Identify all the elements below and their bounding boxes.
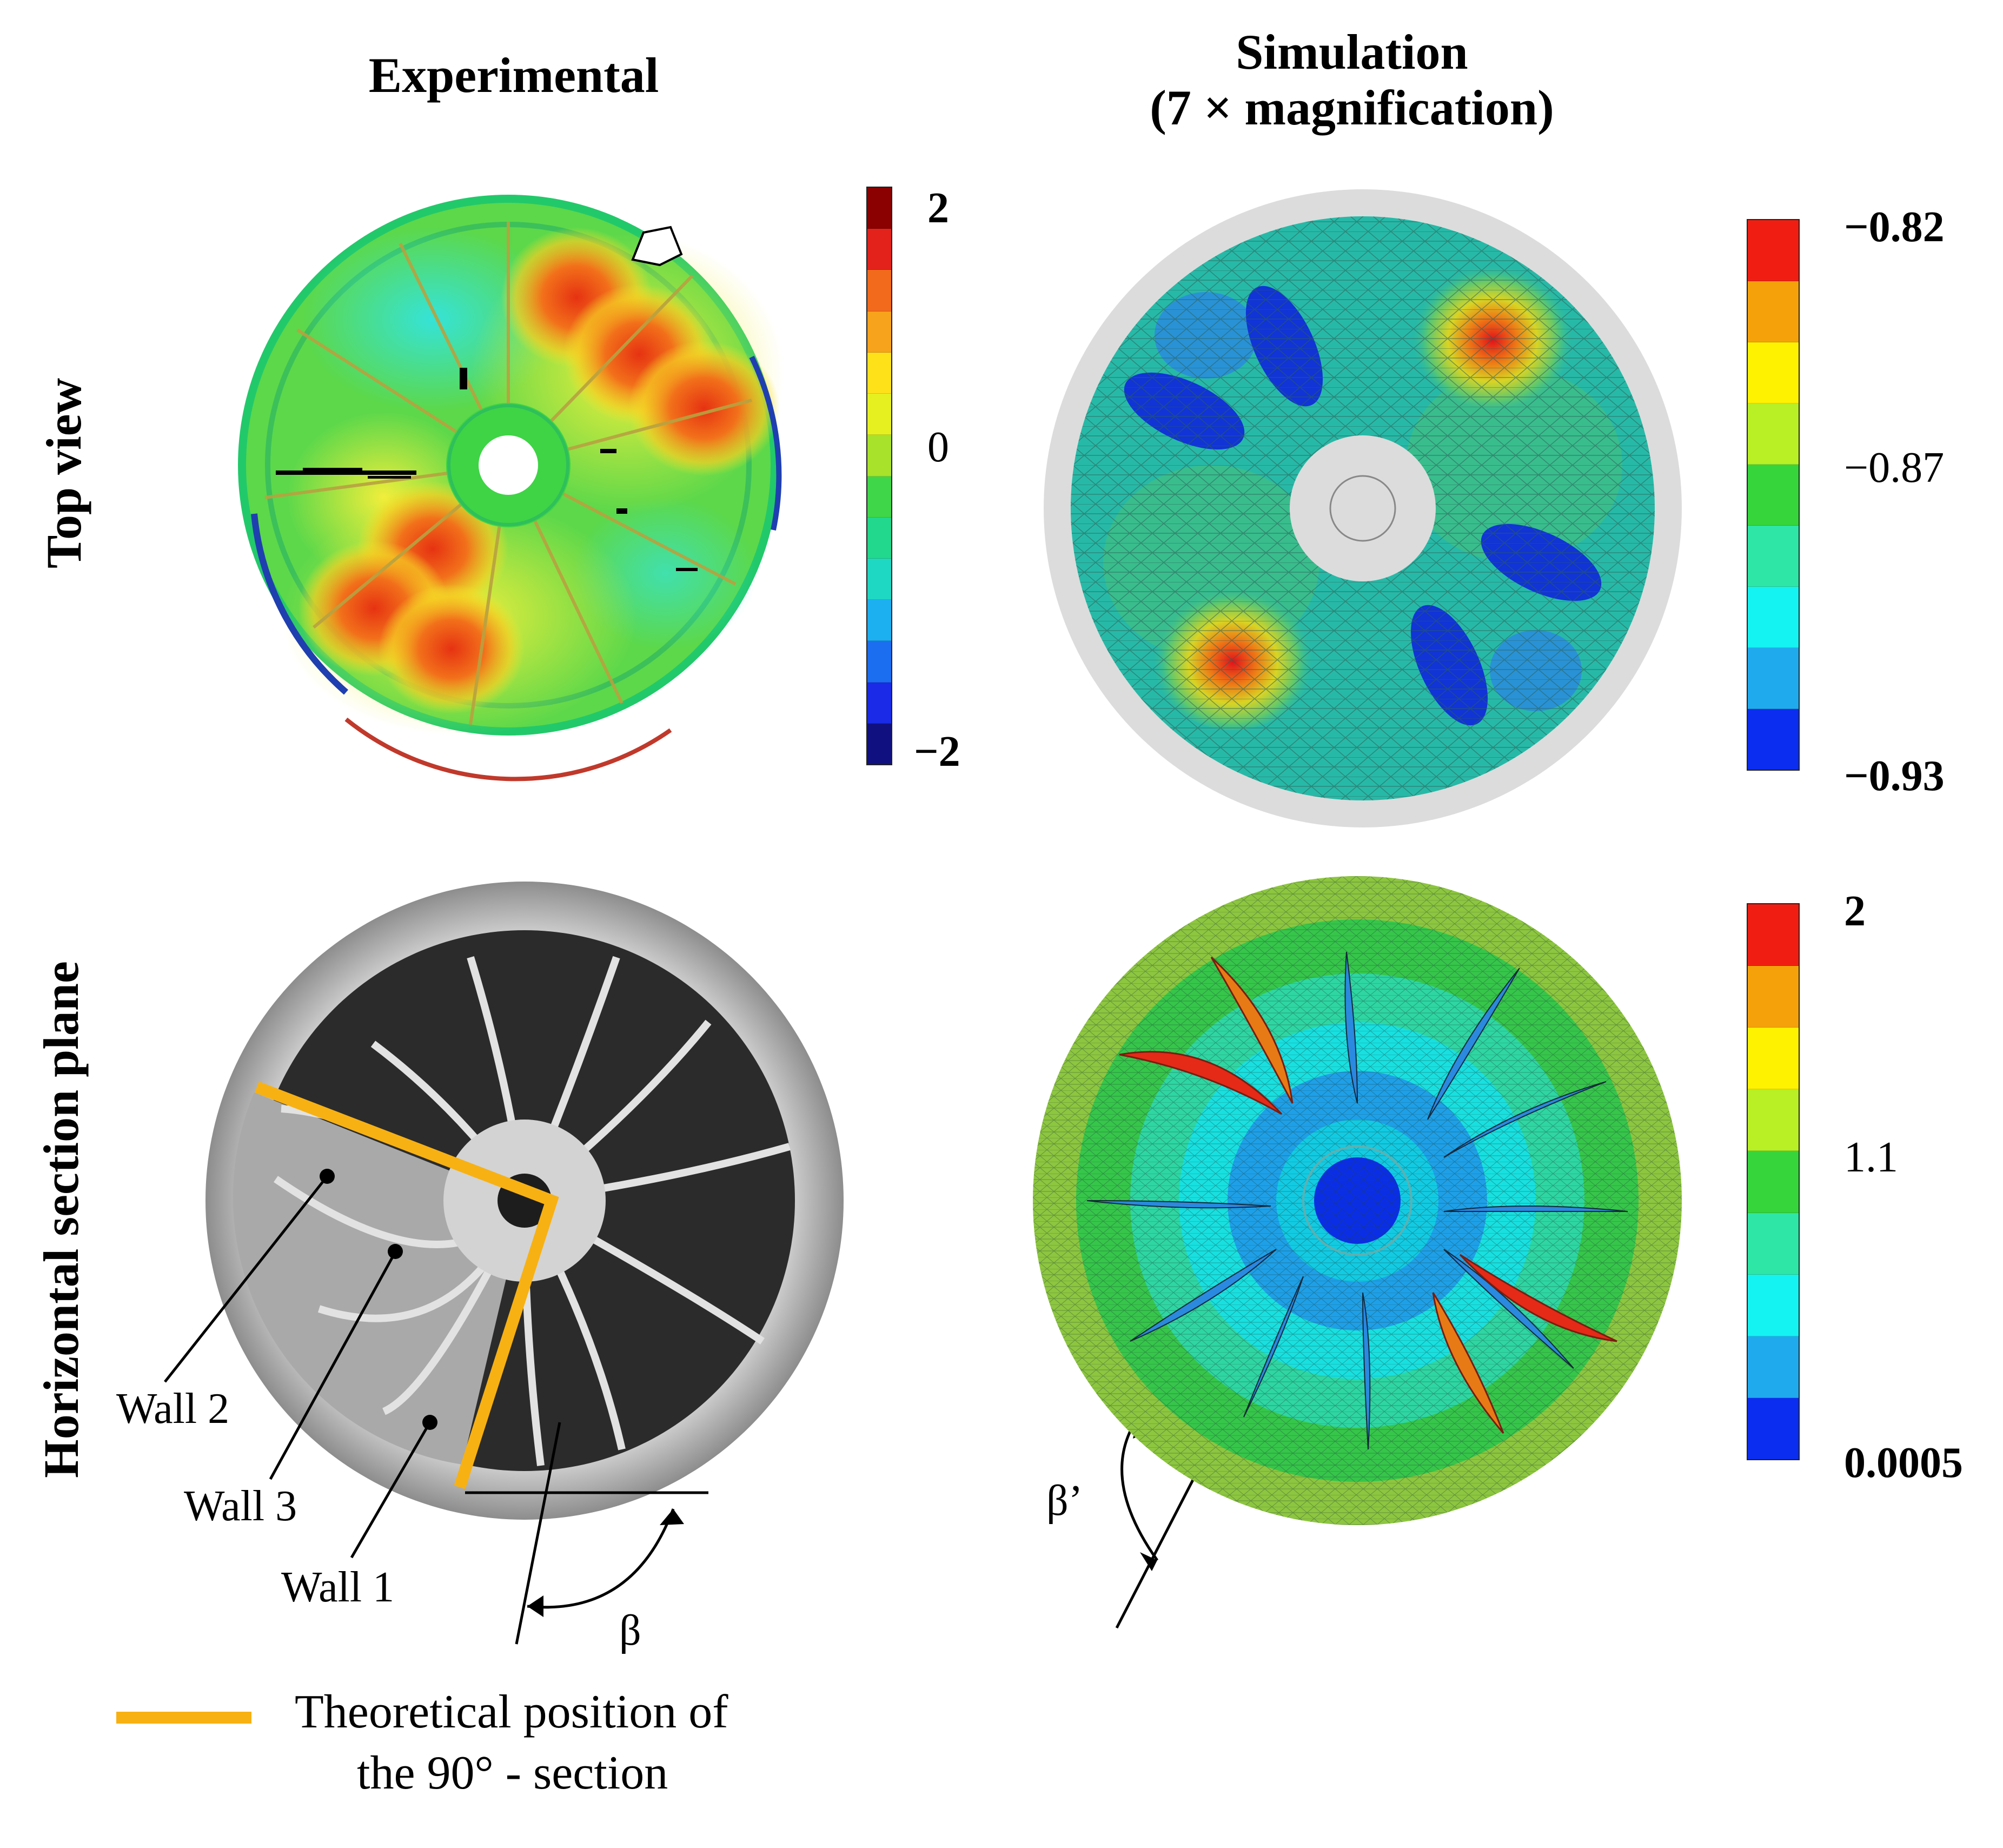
simulation-top-colorbar-segment	[1748, 587, 1799, 648]
experimental-colorbar-segment	[867, 723, 891, 765]
legend-swatch	[116, 1712, 251, 1724]
simulation-top-colorbar-max: −0.82	[1844, 203, 1945, 251]
simulation-section-colorbar-max: 2	[1844, 887, 1866, 935]
simulation-header-line1: Simulation	[1236, 24, 1468, 80]
experimental-colorbar-segment	[867, 682, 891, 724]
wall-2-label: Wall 2	[116, 1385, 230, 1433]
experimental-colorbar-segment	[867, 435, 891, 476]
experimental-colorbar-max: 2	[927, 184, 949, 232]
simulation-section-colorbar-segment	[1748, 1089, 1799, 1151]
simulation-top-colorbar-segment	[1748, 526, 1799, 587]
simulation-top-colorbar-segment	[1748, 403, 1799, 465]
experimental-colorbar-segment	[867, 352, 891, 394]
experimental-colorbar-segment	[867, 188, 891, 229]
experimental-colorbar-segment	[867, 600, 891, 641]
simulation-top-colorbar	[1747, 219, 1800, 771]
experimental-section-photo	[205, 882, 844, 1520]
experimental-colorbar-segment	[867, 558, 891, 600]
experimental-top-view-disk	[238, 195, 784, 781]
simulation-section-colorbar-segment	[1748, 966, 1799, 1028]
experimental-colorbar-mid: 0	[927, 423, 949, 471]
simulation-header-line2: (7 × magnification)	[1150, 80, 1554, 136]
simulation-section-colorbar-segment	[1748, 904, 1799, 966]
simulation-section-colorbar	[1747, 903, 1800, 1460]
simulation-section-colorbar-segment	[1748, 1028, 1799, 1090]
simulation-top-colorbar-segment	[1748, 709, 1799, 770]
experimental-colorbar-min: −2	[914, 728, 960, 776]
wall-1-label: Wall 1	[281, 1564, 395, 1611]
simulation-section-colorbar-segment	[1748, 1336, 1799, 1398]
experimental-colorbar-segment	[867, 394, 891, 435]
simulation-top-colorbar-segment	[1748, 465, 1799, 526]
simulation-section-colorbar-segment	[1748, 1397, 1799, 1459]
wall-3-label: Wall 3	[184, 1482, 297, 1530]
simulation-section-disk	[1033, 876, 1682, 1525]
simulation-top-colorbar-min: −0.93	[1844, 752, 1945, 800]
beta-prime-label: β’	[1046, 1477, 1083, 1525]
simulation-section-colorbar-min: 0.0005	[1844, 1439, 1963, 1487]
experimental-colorbar-segment	[867, 229, 891, 270]
simulation-section-colorbar-mid: 1.1	[1844, 1134, 1898, 1181]
theoretical-90-section-line	[255, 1081, 559, 1489]
simulation-header: Simulation (7 × magnification)	[1082, 24, 1622, 136]
beta-label: β	[619, 1607, 641, 1654]
experimental-colorbar-segment	[867, 517, 891, 559]
simulation-top-colorbar-segment	[1748, 281, 1799, 342]
simulation-section-colorbar-segment	[1748, 1213, 1799, 1275]
legend-text-line1: Theoretical position of	[295, 1686, 728, 1738]
legend-text-line2: the 90° - section	[357, 1747, 668, 1799]
experimental-colorbar-segment	[867, 476, 891, 518]
simulation-top-colorbar-segment	[1748, 648, 1799, 709]
simulation-top-colorbar-mid: −0.87	[1844, 444, 1945, 492]
simulation-section-colorbar-segment	[1748, 1274, 1799, 1336]
experimental-colorbar-segment	[867, 311, 891, 353]
experimental-header: Experimental	[368, 48, 659, 103]
experimental-colorbar-segment	[867, 270, 891, 312]
simulation-top-view-disk	[1044, 189, 1682, 827]
simulation-top-colorbar-segment	[1748, 220, 1799, 281]
simulation-section-colorbar-segment	[1748, 1151, 1799, 1213]
simulation-top-colorbar-segment	[1748, 342, 1799, 403]
experimental-colorbar-segment	[867, 641, 891, 683]
experimental-colorbar	[866, 187, 892, 765]
